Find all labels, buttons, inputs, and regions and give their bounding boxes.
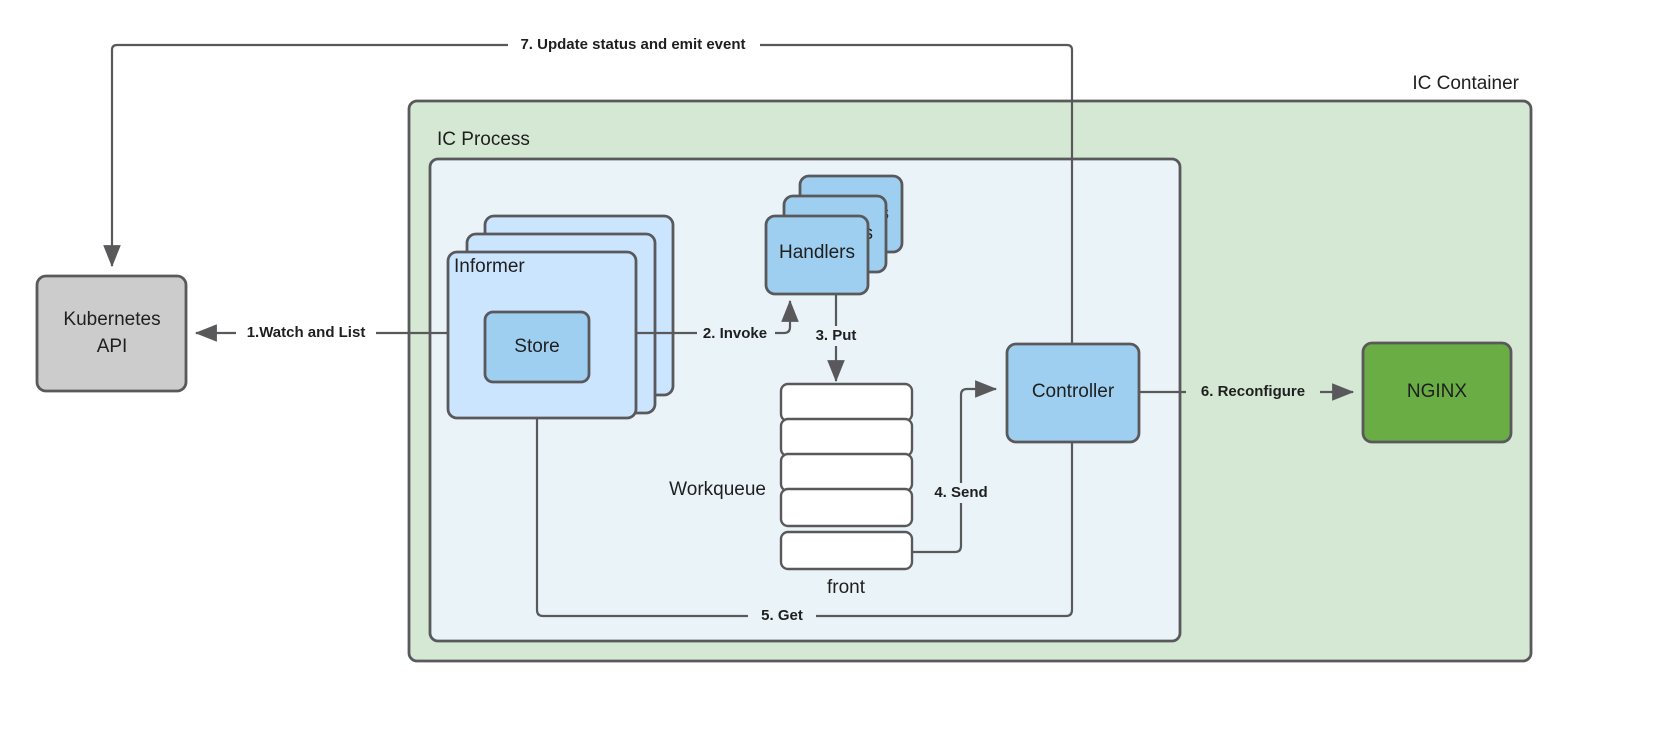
workqueue-front-label: front: [827, 577, 866, 598]
handlers-label: Handlers: [779, 242, 855, 263]
edge-7-update-status: 7. Update status and emit event: [103, 34, 1074, 344]
handlers-front[interactable]: [764, 214, 870, 296]
store-label: Store: [514, 336, 559, 357]
informer-label: Informer: [454, 256, 525, 277]
edge-6-reconfigure: 6. Reconfigure: [1139, 382, 1355, 402]
nginx: NGINX: [1361, 341, 1513, 444]
edge-4-label: 4. Send: [934, 484, 987, 501]
ic-process-label: IC Process: [437, 129, 530, 150]
workqueue-cell-1[interactable]: [779, 382, 914, 423]
nginx-box[interactable]: [1361, 341, 1513, 444]
workqueue-label: Workqueue: [669, 479, 766, 500]
workqueue-cell-5-front[interactable]: [779, 530, 914, 571]
handlers-stack: Handlers Handlers Handlers: [764, 174, 904, 296]
edge-6-label: 6. Reconfigure: [1201, 383, 1305, 400]
edge-2-label: 2. Invoke: [703, 325, 767, 342]
edge-3-put: 3. Put: [808, 294, 864, 383]
kubernetes-api-label-line2: API: [97, 336, 128, 357]
controller-label: Controller: [1032, 381, 1115, 402]
ic-container-label: IC Container: [1412, 73, 1519, 94]
informer-stack: Informer Store: [446, 214, 675, 420]
kubernetes-api-box[interactable]: [35, 274, 188, 393]
edge-7-label: 7. Update status and emit event: [520, 36, 745, 53]
workqueue: Workqueue front: [669, 382, 914, 598]
workqueue-cell-3[interactable]: [779, 452, 914, 493]
edge-5-get: 5. Get: [528, 396, 1074, 626]
edge-5-label: 5. Get: [761, 607, 803, 624]
nginx-label: NGINX: [1407, 381, 1468, 402]
store-box[interactable]: [483, 310, 591, 384]
edge-2-invoke: 2. Invoke: [636, 299, 799, 344]
controller: Controller: [1005, 342, 1141, 444]
workqueue-cell-2[interactable]: [779, 417, 914, 458]
workqueue-cell-4[interactable]: [779, 487, 914, 528]
edge-4-send: 4. Send: [912, 380, 998, 554]
kubernetes-api: Kubernetes API: [35, 274, 188, 393]
edge-3-label: 3. Put: [816, 327, 857, 344]
edge-1-label: 1.Watch and List: [247, 324, 366, 341]
kubernetes-api-label-line1: Kubernetes: [63, 309, 160, 330]
